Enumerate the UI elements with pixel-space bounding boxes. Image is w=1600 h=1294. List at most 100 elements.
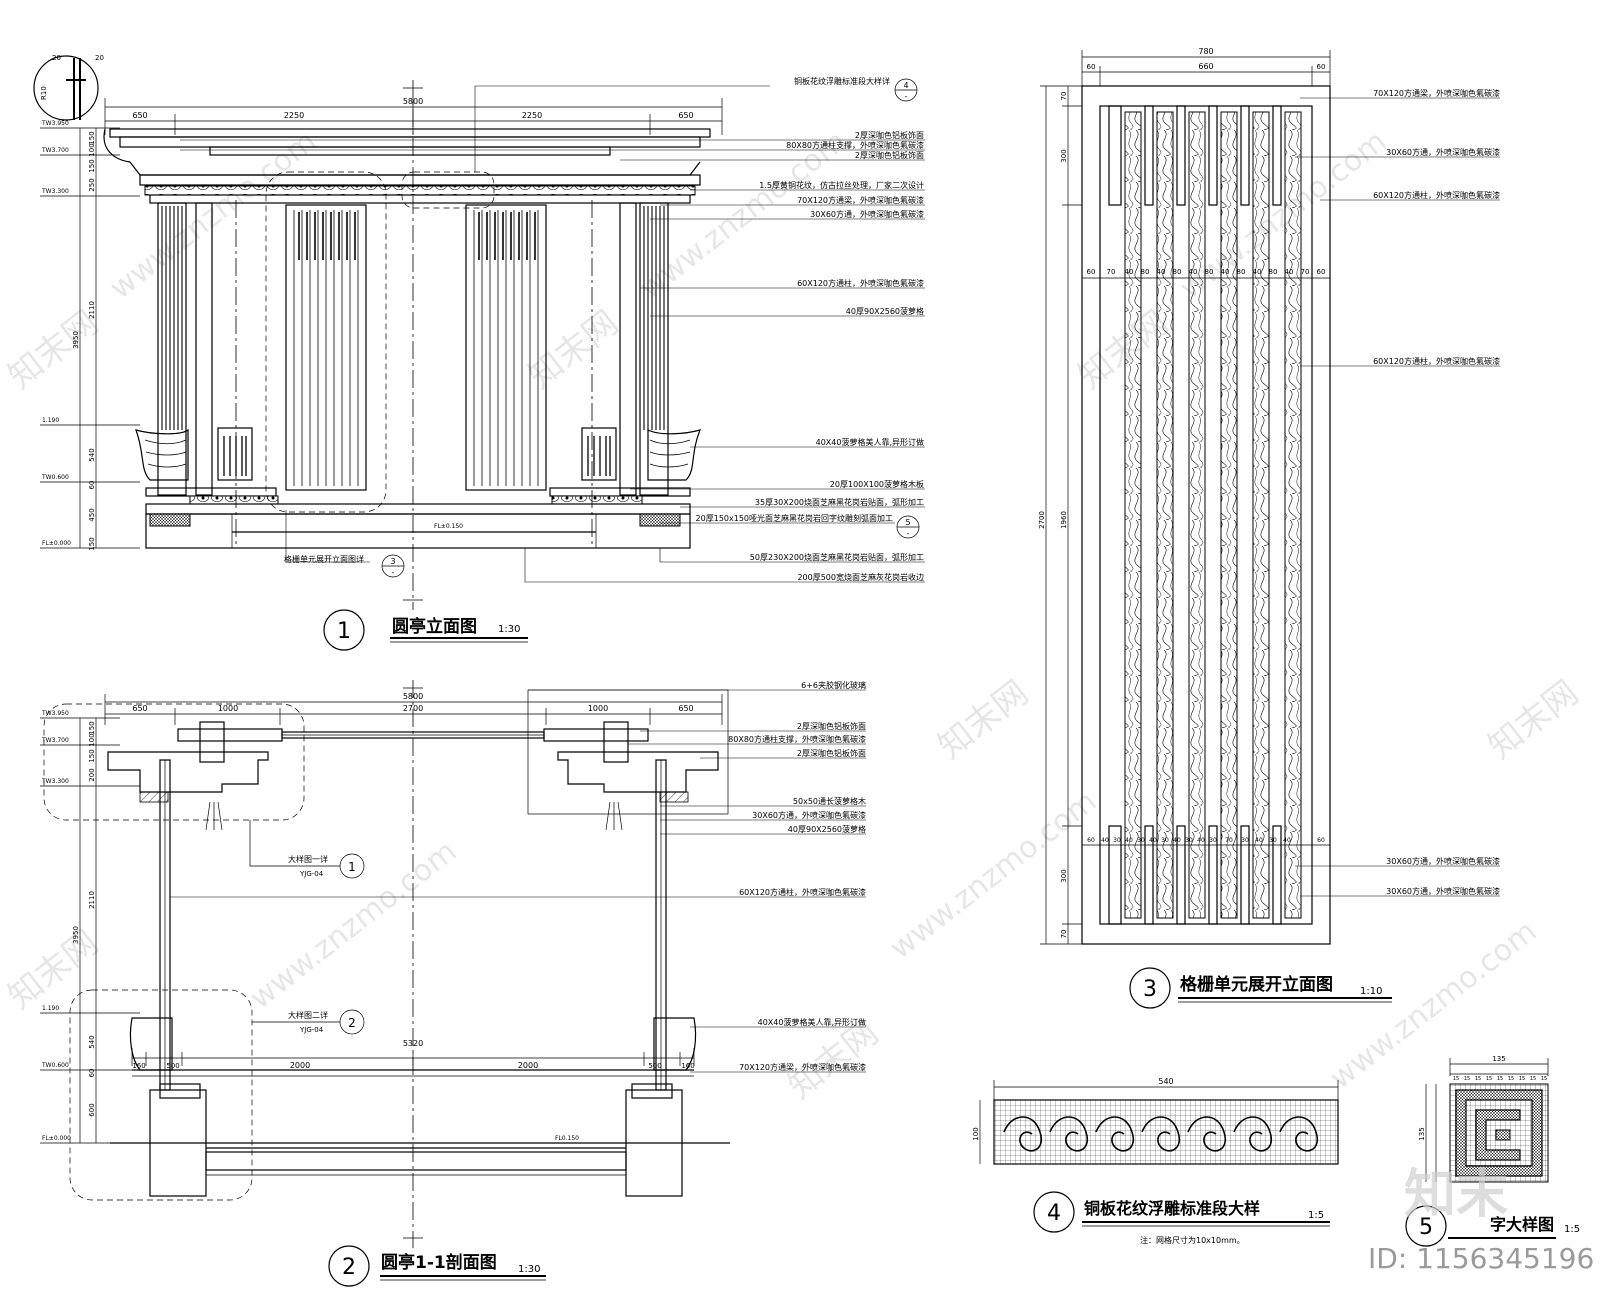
dim-low: 40 [1255, 837, 1263, 844]
view1-plinth: FL±0.150 [145, 487, 691, 549]
dim-top: 660 [1198, 62, 1213, 71]
note-label: 70X120方通梁，外喷深咖色氟碳漆 [1373, 88, 1500, 98]
dim-low: 40 [1125, 837, 1133, 844]
view-scale: 1:5 [1564, 1224, 1580, 1235]
view-title: 圆亭立面图 [392, 616, 477, 637]
level-label: FL±0.000 [42, 540, 71, 547]
note-label: 6+6夹胶钢化玻璃 [801, 680, 866, 690]
dim-left: 1960 [1060, 511, 1068, 529]
detail-sheet: YJG-04 [299, 870, 324, 878]
dim-left: 600 [88, 1103, 96, 1116]
dim-left: 60 [88, 1069, 96, 1078]
detail-label: 大样图二详 [288, 1010, 328, 1020]
watermark-layer: 知末网 www.znzmo.com 知末网 www.znzmo.com 知末网 … [1, 124, 1586, 1107]
svg-text:R10: R10 [40, 86, 48, 100]
ref-sheet: - [905, 92, 908, 101]
dim-bottom: 2000 [518, 1061, 538, 1070]
ref-bubble-top: 铜板花纹浮雕标准段大样详 4 - [794, 76, 918, 102]
level-label: TW3.300 [41, 778, 69, 785]
dim-left: 200 [88, 768, 96, 781]
dim-mid: 80 [1237, 268, 1246, 276]
view-title: 格栅单元展开立面图 [1180, 974, 1333, 995]
note-label: 20厚150x150哑光面芝麻黑花岗岩回字纹雕刻弧面加工 [696, 513, 893, 523]
view1-roof [103, 128, 711, 204]
dim-low: 30 [1241, 837, 1249, 844]
view3-title: 3 格栅单元展开立面图 1:10 [1129, 967, 1392, 1009]
dim-left: 2110 [88, 891, 96, 909]
note-label: 2厚深咖色铝板饰面 [797, 721, 866, 731]
dim-low: 40 [1101, 837, 1109, 844]
dim-width: 540 [1158, 1077, 1173, 1086]
level-label: TW3.950 [41, 120, 69, 127]
dim-height: 135 [1418, 1127, 1426, 1140]
dim-left: 2700 [1038, 511, 1046, 529]
dim-grid: 15 [1541, 1076, 1547, 1082]
dim-mid: 80 [1173, 268, 1182, 276]
dim-top: 60 [1087, 63, 1096, 71]
dim-grid: 15 [1530, 1076, 1536, 1082]
dim-mid: 80 [1269, 268, 1278, 276]
view-title: 圆亭1-1剖面图 [381, 1252, 497, 1273]
logo-text: 知末 [1404, 1165, 1508, 1225]
watermark-text: www.znzmo.com [1323, 914, 1543, 1096]
dim-low: 30 [1269, 837, 1277, 844]
dim-left: 150 [88, 159, 96, 172]
view1-left-levels: TW3.950 TW3.700 TW3.300 1.190 TW0.600 FL… [40, 120, 140, 551]
ref-sheet: - [392, 568, 395, 577]
dim-bottom: 500 [648, 1062, 661, 1070]
ref-bubble-left: 格栅单元展开立面图详 3 - [284, 554, 405, 578]
view-title: 字大样图 [1490, 1215, 1554, 1234]
watermark-text: 知末网 [931, 673, 1036, 767]
dim-mid: 70 [1301, 268, 1310, 276]
watermark-text: www.znzmo.com [883, 784, 1103, 966]
dim-left: 100 [88, 733, 96, 746]
brand-logo: 知末 ID: 1156345196 [1368, 1165, 1594, 1275]
dim-top: 60 [1317, 63, 1326, 71]
view5-character-detail: 135 15 15 15 15 15 15 15 15 15 135 5 字大样… [1405, 1055, 1580, 1247]
note-label: 50x50通长菠萝格木 [793, 796, 866, 806]
dim-low: 30 [1113, 837, 1121, 844]
dim-left: 150 [88, 537, 96, 550]
dim-bottom: 160 [681, 1062, 694, 1070]
watermark-text: 知末网 [1481, 673, 1586, 767]
detail-tag-1: 大样图一详 YJG-04 1 [249, 820, 365, 879]
dim-left: 3950 [72, 331, 80, 349]
dim-mid: 60 [1087, 268, 1096, 276]
dim-grid: 15 [1475, 1076, 1481, 1082]
note-label: 40厚90X2560菠萝格 [788, 824, 866, 834]
view5-title: 5 字大样图 1:5 [1405, 1205, 1580, 1247]
view1-elevation: 5800 650 2250 2250 650 TW3.950 TW3.700 T… [33, 54, 925, 651]
view-scale: 1:30 [518, 1264, 540, 1275]
level-label: TW0.600 [41, 1062, 69, 1069]
detail-num: 1 [348, 860, 356, 874]
grille-dim-row-low: 60 40 30 40 30 40 30 40 30 40 30 70 30 4… [1087, 837, 1325, 844]
dim-mid: 40 [1157, 268, 1166, 276]
dim-mid: 80 [1205, 268, 1214, 276]
level-label: TW3.700 [41, 737, 69, 744]
dim-grid: 15 [1464, 1076, 1470, 1082]
dim-grid: 15 [1508, 1076, 1514, 1082]
level-label: TW3.700 [41, 147, 69, 154]
detail-num: 2 [348, 1016, 356, 1030]
dim-left: 250 [88, 178, 96, 191]
dim-bottom: 2000 [290, 1061, 310, 1070]
view2-title: 2 圆亭1-1剖面图 1:30 [328, 1245, 546, 1287]
id-label: ID: 1156345196 [1368, 1242, 1594, 1275]
view-number: 2 [342, 1255, 356, 1280]
note-label: 70X120方通梁，外喷深咖色氟碳漆 [739, 1062, 866, 1072]
note-label: 60X120方通柱，外喷深咖色氟碳漆 [797, 278, 924, 288]
dim-height: 100 [972, 1127, 980, 1140]
dim-top: 2250 [284, 111, 304, 120]
dim-top: 1000 [588, 704, 608, 713]
dim-grid: 15 [1519, 1076, 1525, 1082]
dim-bottom: 500 [166, 1062, 179, 1070]
watermark-text: 知末网 [521, 303, 626, 397]
note-label: 2厚深咖色铝板饰面 [855, 130, 924, 140]
dim-low: 30 [1185, 837, 1193, 844]
dim-left: 70 [1060, 930, 1068, 939]
view3-grille-unit: 780 60 660 60 70 300 2700 1960 300 70 [1038, 47, 1500, 1009]
ref-num: 3 [390, 557, 395, 566]
dim-left: 150 [88, 131, 96, 144]
note-label: 40X40菠萝格美人靠,异形订做 [758, 1017, 866, 1027]
detail-label: 大样图一详 [288, 854, 328, 864]
